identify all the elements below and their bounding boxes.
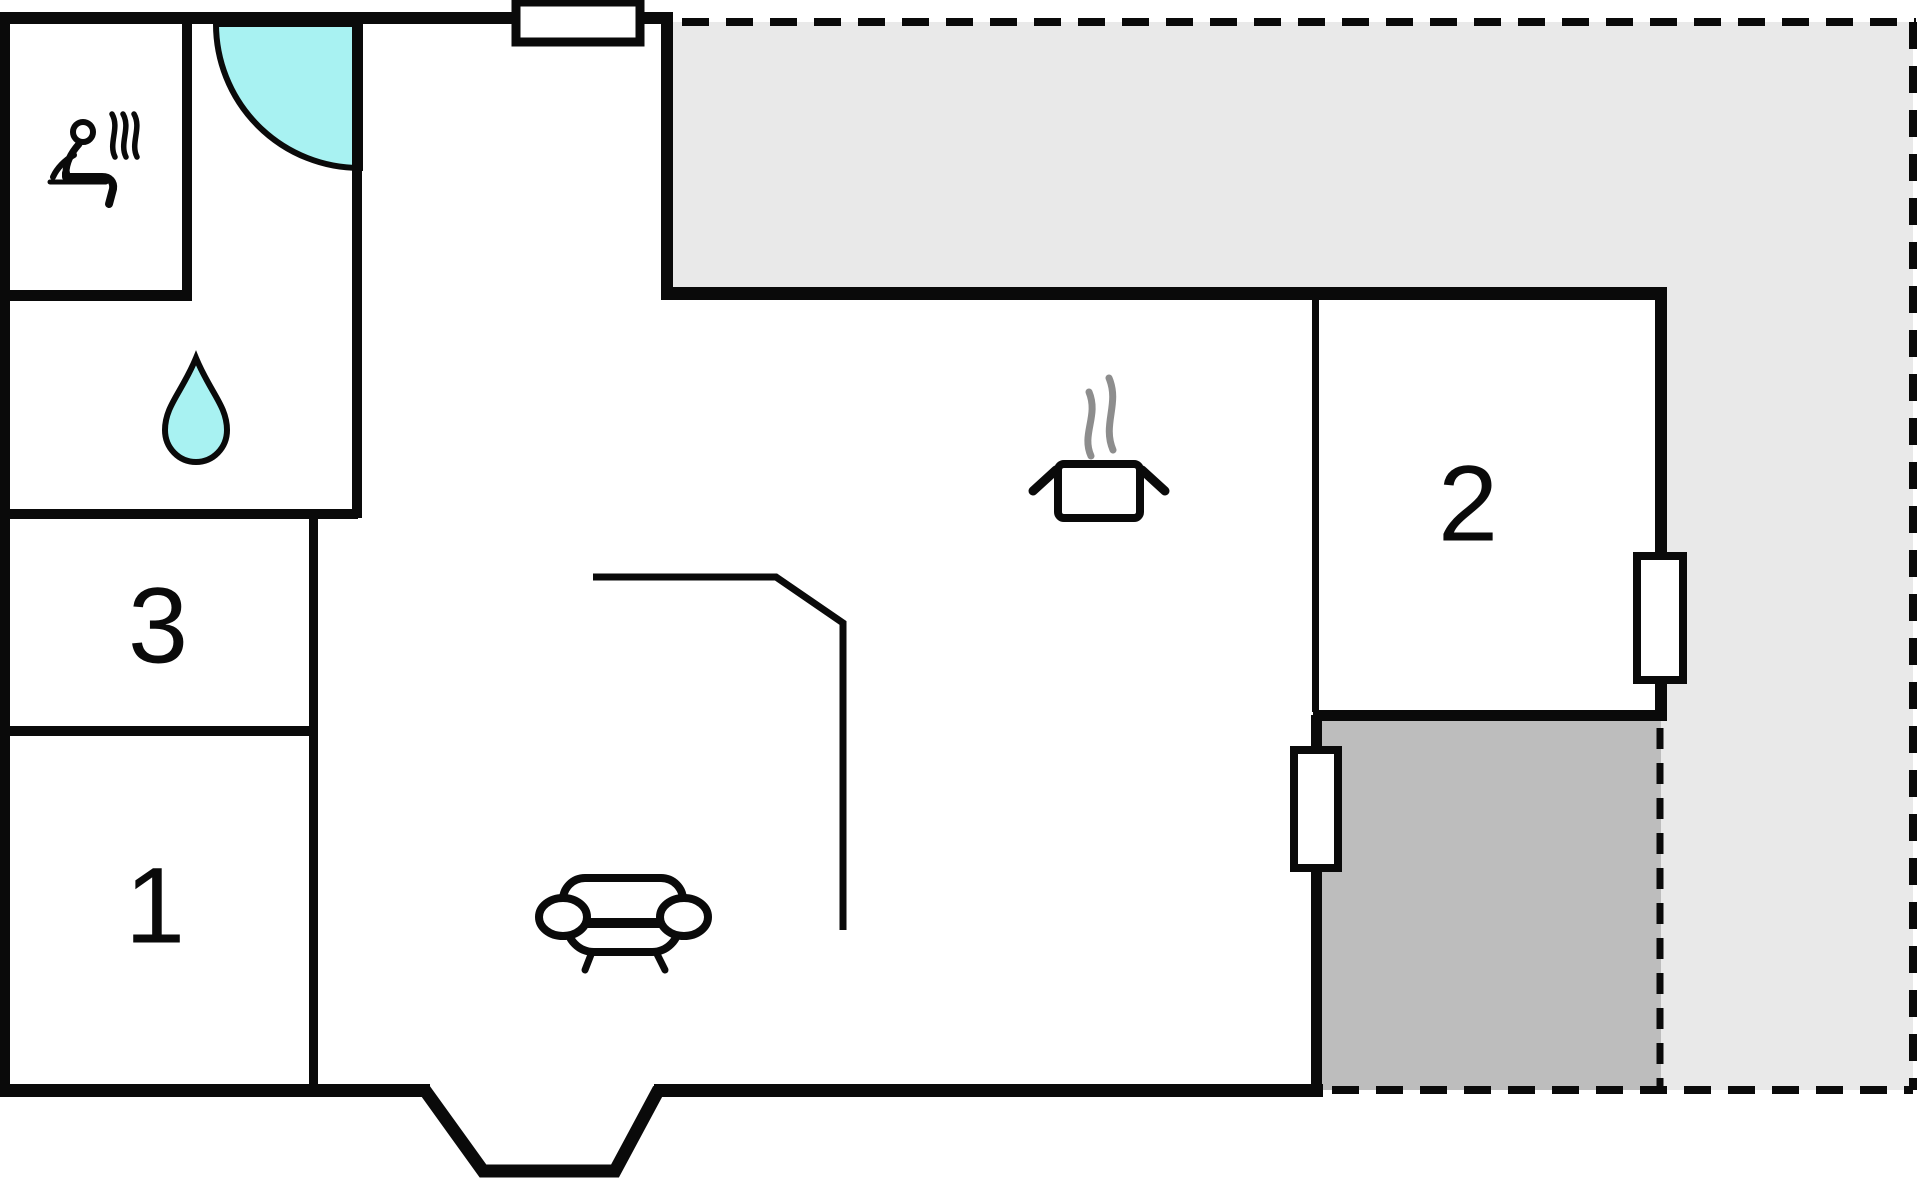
wall-kitchen-room2-divider	[1312, 296, 1319, 712]
wall-room3-bottom	[10, 726, 317, 736]
wall-bottom-right	[654, 1084, 1323, 1097]
pot-handle-right	[1137, 465, 1170, 496]
sauna-person-icon	[47, 111, 140, 208]
wall-room2-bottom	[1313, 710, 1667, 721]
water-drop-icon	[161, 350, 231, 466]
pot-steam-line-1	[1084, 388, 1096, 460]
wall-top-left	[0, 12, 516, 24]
wall-sauna-right	[182, 24, 192, 300]
sauna-person-arm	[50, 152, 77, 180]
wall-terrace-left-lower	[1311, 866, 1322, 1097]
wall-left-column-right	[309, 517, 318, 1090]
window-terrace-left-wall	[1290, 746, 1342, 872]
sauna-steam-line-3	[131, 111, 140, 160]
bay-window-wall	[418, 1085, 665, 1178]
wall-northeast-corner	[661, 12, 673, 300]
pot-steam-line-2	[1105, 374, 1117, 454]
walls	[0, 12, 1667, 1097]
wall-left	[0, 12, 10, 1097]
wall-room2-right-lower	[1655, 678, 1667, 720]
windows	[511, 0, 1687, 872]
room-1-label: 1	[125, 845, 185, 966]
terraces	[673, 22, 1913, 1090]
wall-sauna-bottom	[10, 290, 192, 301]
sofa-armrest-left	[535, 894, 591, 940]
wall-bottom-left	[0, 1084, 430, 1097]
room-3-label: 3	[128, 565, 188, 686]
pot-handle-left	[1028, 465, 1061, 496]
room-labels: 3 1 2	[125, 443, 1498, 966]
wall-room2-right-upper	[1655, 292, 1667, 558]
sofa-leg-right	[652, 948, 669, 974]
cooking-pot-icon	[1028, 374, 1170, 522]
terrace-right-light	[1661, 300, 1913, 1090]
sauna-person-leg	[62, 169, 118, 208]
wall-interior-partition	[593, 573, 847, 930]
window-room2-right-wall	[1633, 552, 1687, 684]
sofa-leg-left	[581, 948, 596, 974]
wall-bathroom-bottom	[10, 509, 358, 519]
room-2-label: 2	[1438, 443, 1498, 564]
sauna-person-head	[70, 119, 96, 145]
sofa-icon	[535, 874, 712, 974]
wall-bathroom-right	[352, 24, 362, 518]
window-top-wall	[511, 0, 645, 47]
sauna-steam-line-1	[109, 111, 118, 160]
terrace-dark	[1317, 715, 1661, 1090]
terrace-top-light	[673, 22, 1913, 300]
dashed-boundaries	[682, 18, 1917, 1094]
pot-body	[1054, 460, 1144, 522]
shower-quarter-circle-icon	[212, 21, 363, 172]
wall-terrace-left-upper	[1311, 715, 1322, 752]
sofa-armrest-right	[656, 894, 712, 940]
wall-horizontal-terrace	[661, 287, 1667, 300]
sauna-steam-line-2	[120, 111, 129, 160]
